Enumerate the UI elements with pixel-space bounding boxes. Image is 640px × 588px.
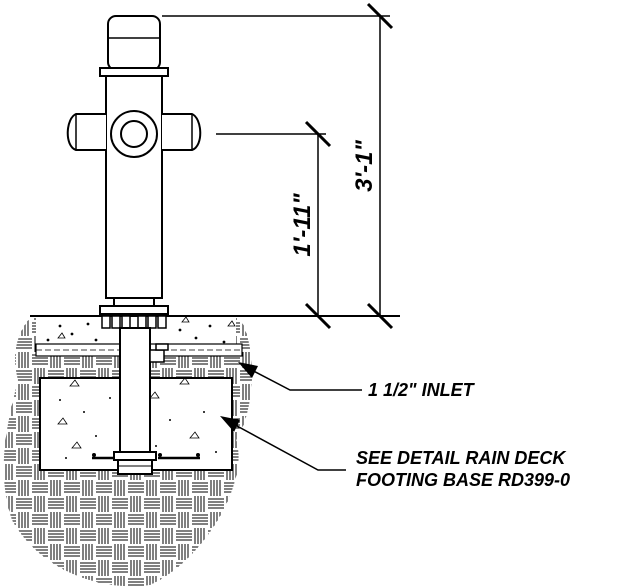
leader-lines — [225, 365, 362, 471]
dimension-ticks — [304, 2, 394, 330]
inlet-callout: 1 1/2" INLET — [368, 380, 476, 400]
riser-pipe — [113, 327, 157, 475]
dimension-lines — [162, 15, 390, 316]
leader-arrowheads — [220, 362, 258, 432]
footing-callout-line1: SEE DETAIL RAIN DECK — [356, 448, 567, 468]
inlet-height-dimension: 1'-11" — [289, 193, 316, 257]
footing-callout-line2: FOOTING BASE RD399-0 — [356, 470, 570, 490]
hydrant-body — [66, 15, 202, 315]
overall-height-dimension: 3'-1" — [351, 139, 378, 191]
gravel-marks — [46, 316, 236, 344]
inlet-fitting — [149, 343, 169, 363]
